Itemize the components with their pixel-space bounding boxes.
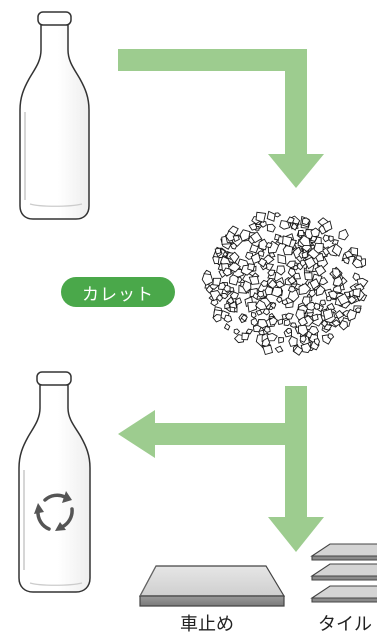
cullet-fragment (286, 313, 294, 319)
cullet-fragment (344, 258, 350, 264)
cullet-fragment (225, 324, 230, 330)
cullet-fragment (278, 319, 283, 325)
cullet-fragment (304, 273, 312, 280)
cullet-pile (202, 211, 368, 355)
cullet-fragment (246, 329, 252, 334)
cullet-fragment (323, 235, 329, 242)
cullet-fragment (236, 298, 242, 305)
glass-bottle-icon (20, 12, 89, 219)
cullet-fragment (339, 321, 347, 330)
cullet-fragment (278, 255, 286, 264)
cullet-fragment (250, 245, 259, 253)
cullet-fragment (225, 303, 230, 309)
cullet-fragment (314, 303, 320, 309)
cullet-fragment (264, 327, 270, 333)
cullet-fragment (215, 248, 221, 254)
cullet-fragment (224, 315, 232, 322)
cullet-fragment (290, 323, 296, 327)
arrow-from-cullet (118, 386, 324, 552)
cullet-fragment (294, 265, 298, 270)
cullet-fragment (320, 300, 326, 305)
cullet-fragment (356, 308, 361, 313)
cullet-fragment (339, 229, 349, 240)
cullet-fragment (251, 318, 258, 326)
cullet-fragment (267, 211, 275, 221)
cullet-fragment (288, 287, 295, 293)
cullet-fragment (275, 213, 281, 217)
cullet-fragment (279, 338, 284, 344)
cullet-fragment (248, 302, 257, 312)
cullet-label: カレット (61, 277, 175, 307)
cullet-fragment (299, 230, 305, 236)
cullet-fragment (287, 217, 294, 223)
tile-stack-icon (312, 544, 377, 602)
cullet-fragment (267, 224, 275, 232)
cullet-fragment (213, 278, 221, 285)
cullet-fragment (275, 346, 283, 352)
cullet-fragment (263, 309, 269, 315)
cullet-fragment (312, 314, 318, 321)
cullet-fragment (263, 345, 273, 354)
arrow-to-cullet (118, 60, 324, 188)
cullet-fragment (277, 297, 282, 303)
cullet-fragment (251, 313, 256, 318)
cullet-fragment (234, 329, 239, 334)
cullet-fragment (242, 333, 249, 340)
cullet-fragment (230, 307, 235, 312)
cullet-fragment (300, 336, 306, 343)
car-stop-label: 車止め (180, 610, 234, 636)
cullet-fragment (256, 310, 262, 315)
cullet-fragment (282, 300, 287, 305)
cullet-fragment (284, 320, 290, 326)
cullet-fragment (353, 289, 361, 297)
cullet-fragment (277, 266, 285, 275)
tile-label: タイル (318, 610, 372, 636)
cullet-fragment (259, 239, 267, 250)
cullet-fragment (329, 236, 334, 242)
cullet-fragment (289, 336, 297, 346)
recycled-bottle-icon (19, 372, 90, 592)
cullet-fragment (272, 287, 282, 297)
cullet-fragment (202, 274, 213, 286)
car-stop-icon (140, 566, 284, 606)
cullet-fragment (248, 264, 255, 271)
